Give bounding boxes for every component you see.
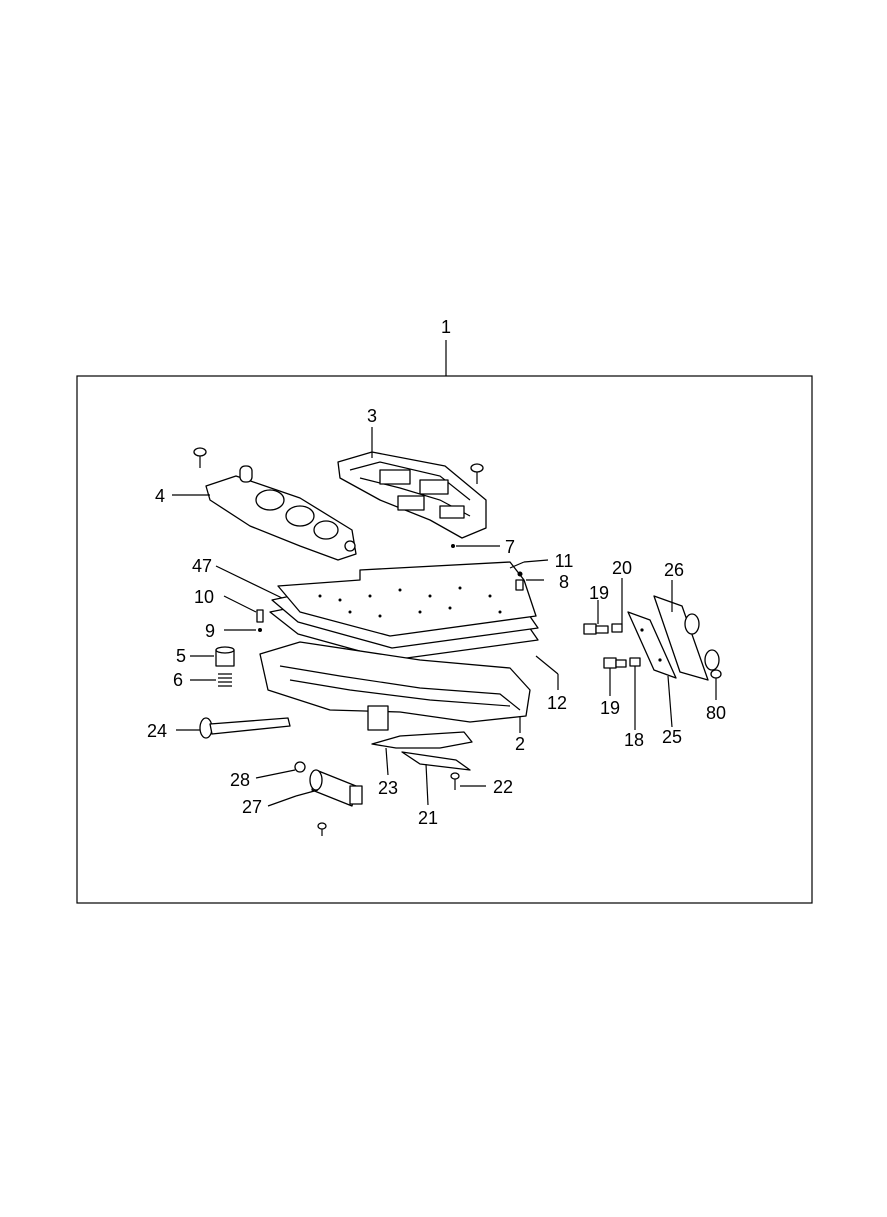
ball-7: [451, 544, 455, 548]
callout-8: 8: [559, 572, 569, 592]
callout-labels: 1 3 4 7 11 8 47 10 9 5 6 24 28 27 23 21 …: [147, 317, 726, 828]
cover-25: [627, 611, 677, 679]
cover-26: [653, 595, 720, 681]
plate-21: [401, 751, 471, 771]
callout-20: 20: [612, 558, 632, 578]
callout-11: 11: [555, 551, 574, 571]
separator-plates: [269, 561, 539, 661]
callout-7: 7: [505, 537, 515, 557]
callout-2: 2: [515, 734, 525, 754]
callout-26: 26: [664, 560, 684, 580]
solenoid-27: [309, 769, 363, 807]
callout-47: 47: [192, 556, 212, 576]
plug-19-top: [583, 623, 609, 635]
callout-22: 22: [493, 777, 513, 797]
bolt-22: [450, 772, 460, 790]
bracket-23: [371, 731, 473, 749]
callout-9: 9: [205, 621, 215, 641]
leader-lines: [172, 427, 717, 807]
callout-25: 25: [662, 727, 682, 747]
callout-24: 24: [147, 721, 167, 741]
lower-valve-body: [259, 641, 531, 731]
callout-18: 18: [624, 730, 644, 750]
callout-80: 80: [706, 703, 726, 723]
bolt-top-right: [470, 463, 484, 484]
plug-19-bottom: [603, 657, 627, 669]
callout-19-bottom: 19: [600, 698, 620, 718]
upper-valve-body: [337, 451, 487, 539]
cup-5: [215, 646, 235, 667]
callout-5: 5: [176, 646, 186, 666]
callout-10: 10: [194, 587, 214, 607]
bolt-80: [710, 669, 722, 679]
callout-4: 4: [155, 486, 165, 506]
callout-1: 1: [441, 317, 451, 337]
callout-12: 12: [547, 693, 567, 713]
bolt-top-left: [193, 447, 207, 468]
callout-6: 6: [173, 670, 183, 690]
callout-3: 3: [367, 406, 377, 426]
callout-27: 27: [242, 797, 262, 817]
shaft-24: [199, 717, 291, 739]
ball-8: [517, 571, 523, 577]
spring-10: [256, 609, 264, 623]
spring-18: [629, 657, 641, 667]
spring-8: [515, 579, 524, 591]
o-ring-28: [294, 761, 306, 773]
callout-28: 28: [230, 770, 250, 790]
ball-9: [258, 628, 262, 632]
callout-19-top: 19: [589, 583, 609, 603]
callout-23: 23: [378, 778, 398, 798]
assembly-frame: [76, 375, 813, 904]
spring-20: [611, 623, 623, 633]
callout-21: 21: [418, 808, 438, 828]
valve-body-section: [205, 465, 357, 561]
bolt-bottom: [317, 822, 327, 836]
spring-6: [218, 673, 232, 687]
